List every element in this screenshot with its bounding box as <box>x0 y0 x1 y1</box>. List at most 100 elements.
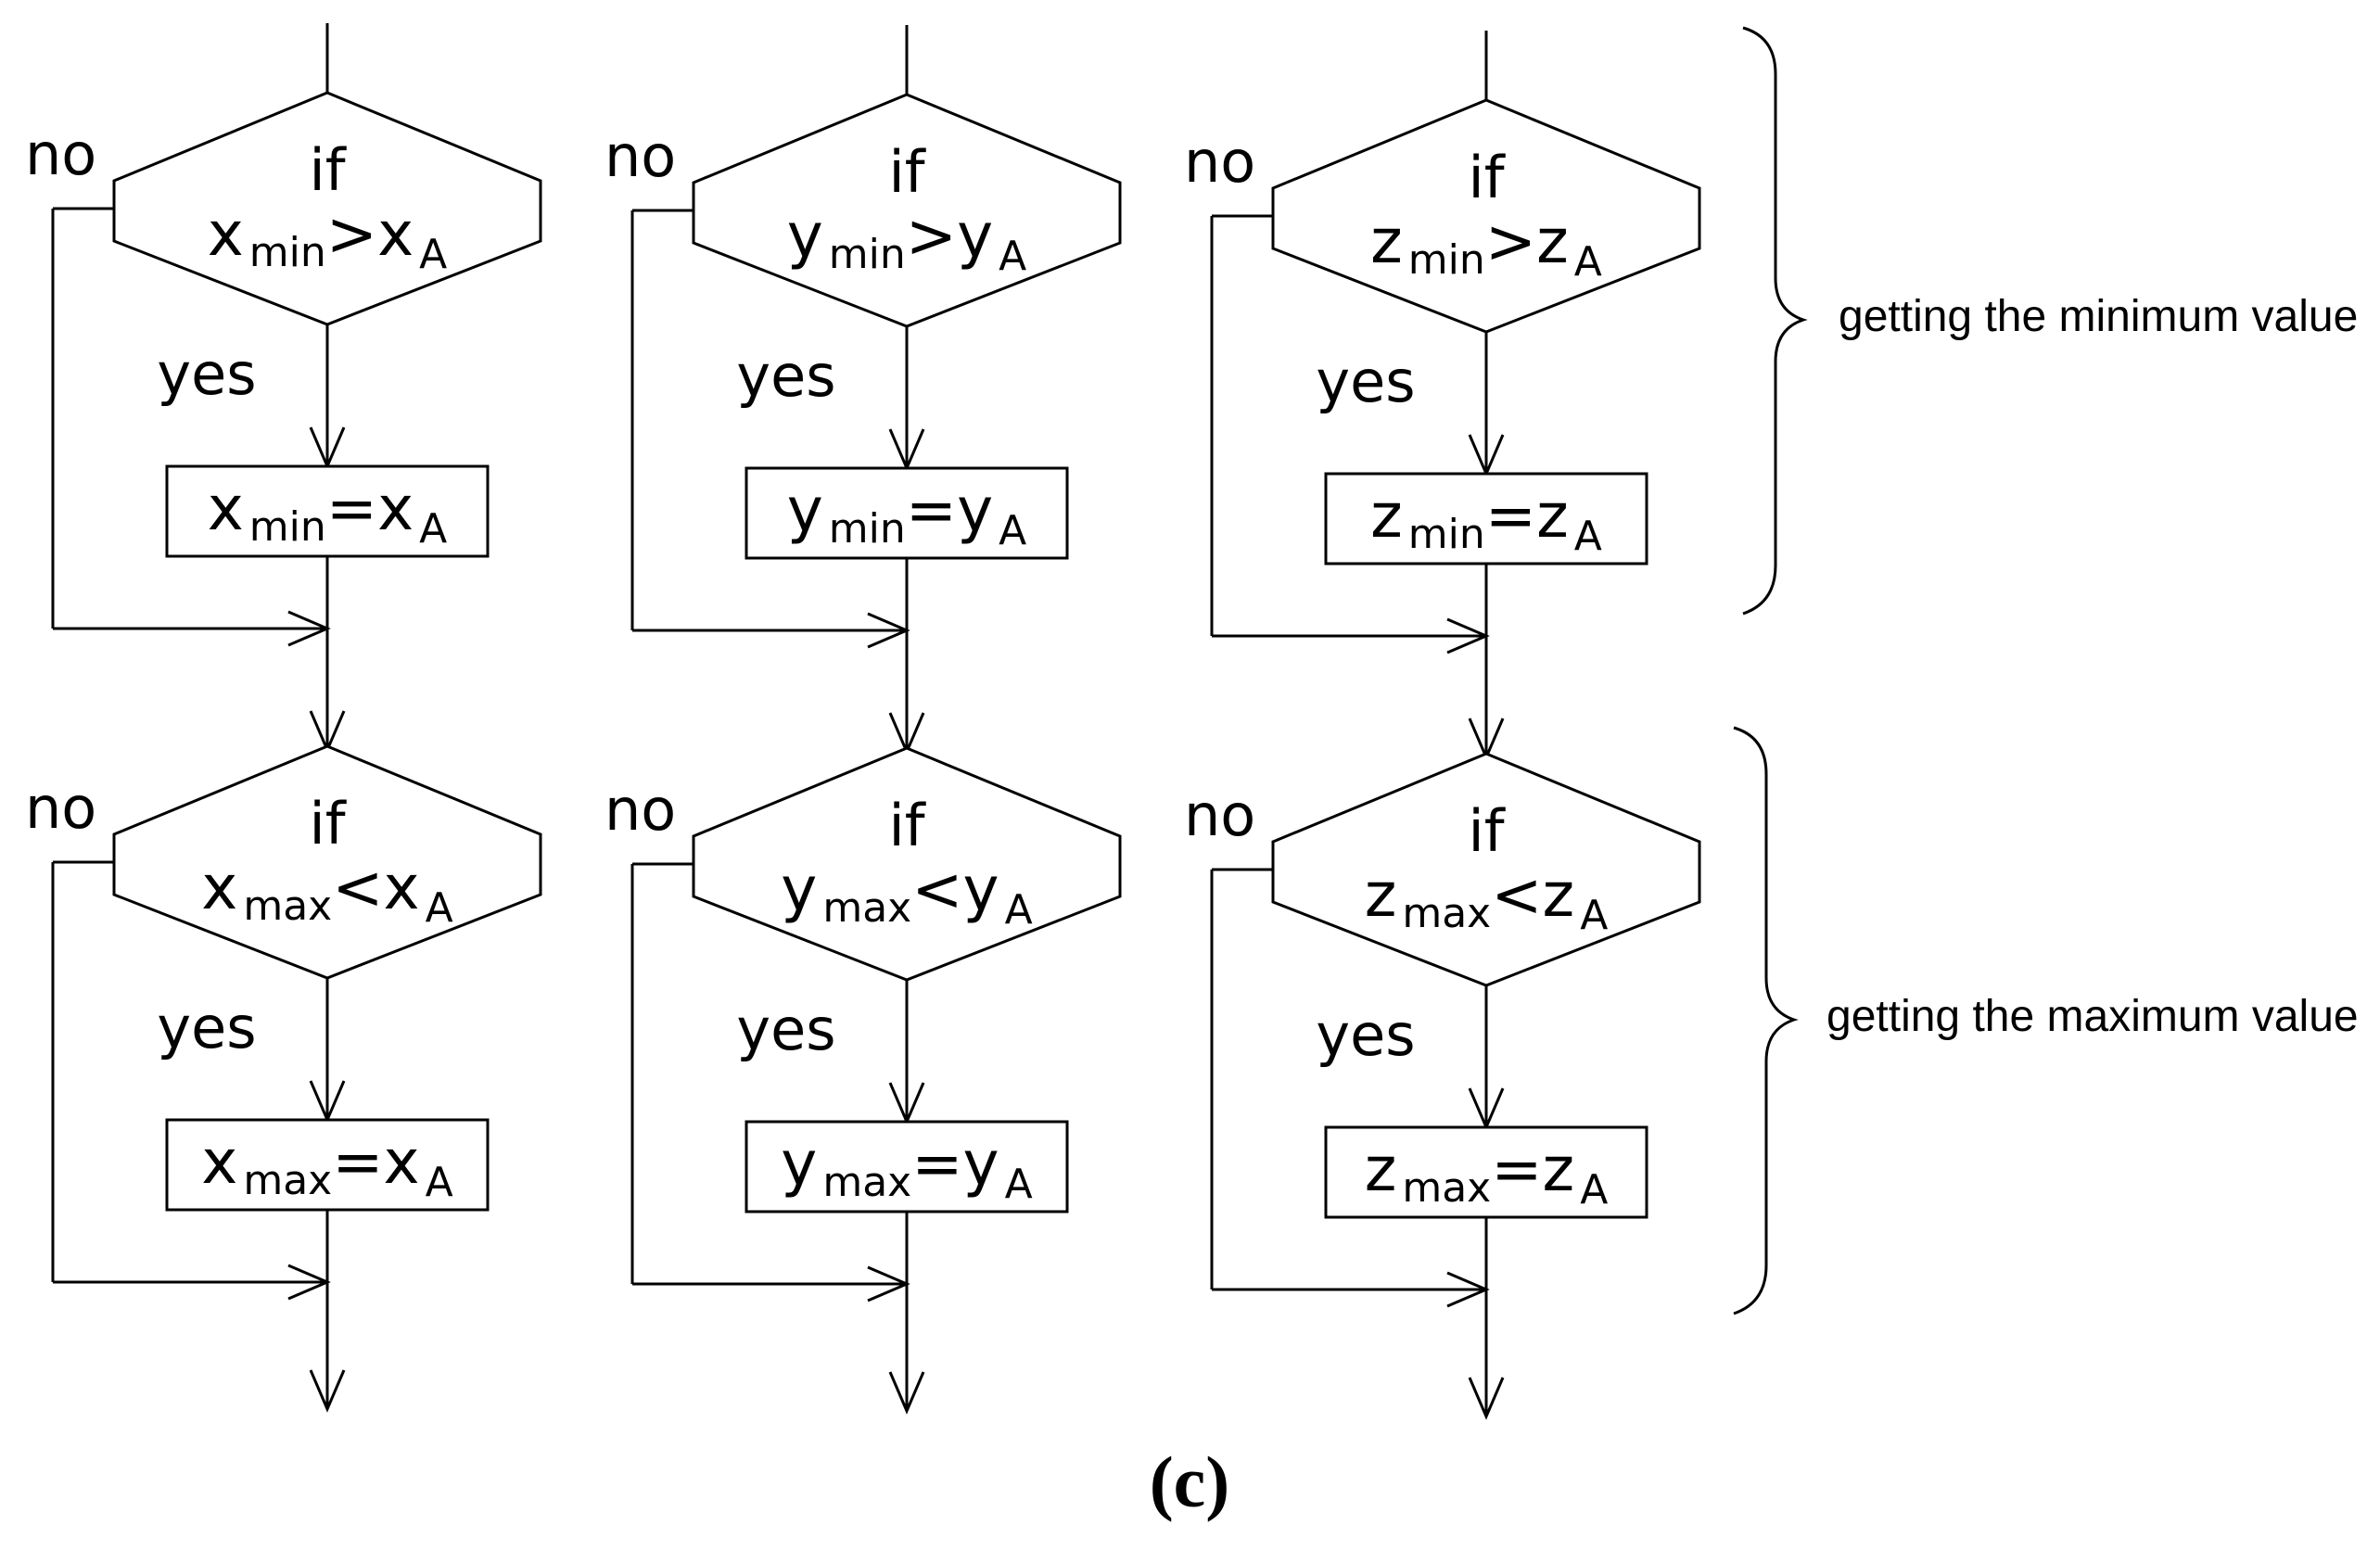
expr-op: > <box>1485 206 1536 277</box>
expr-op: = <box>1491 1134 1542 1205</box>
decision-if-label: if <box>309 136 347 204</box>
no-label: no <box>605 776 676 844</box>
yes-label: yes <box>1316 348 1415 415</box>
yes-label: yes <box>1316 1001 1415 1069</box>
max-section-bracket <box>1733 726 1799 1315</box>
expr-rhs: y <box>963 854 999 925</box>
expr-rhs: x <box>377 473 414 544</box>
exit-arrow <box>1468 1377 1505 1420</box>
expr-var: y <box>781 854 817 925</box>
no-label: no <box>1184 128 1255 196</box>
expr-op: = <box>326 473 377 544</box>
expr-op: > <box>326 198 377 270</box>
max-assign-box <box>1324 1125 1648 1219</box>
expr-sub: min <box>1408 511 1485 558</box>
exit-arrow <box>888 1371 925 1415</box>
expr-rhs-sub: A <box>1580 892 1608 939</box>
max-section-label: getting the maximum value <box>1826 992 2359 1041</box>
decision-if-label: if <box>888 792 926 859</box>
expr-sub: min <box>829 505 906 553</box>
expr-rhs: y <box>957 475 993 546</box>
expr-rhs: y <box>963 1128 999 1200</box>
yes-label: yes <box>157 994 256 1061</box>
expr-sub: min <box>249 229 326 276</box>
no-label: no <box>25 121 96 188</box>
expr-rhs-sub: A <box>1005 1161 1033 1208</box>
min-decision-node <box>112 91 542 326</box>
expr-sub: min <box>829 231 906 278</box>
expr-sub: max <box>1402 890 1491 937</box>
expr-rhs-sub: A <box>999 507 1026 554</box>
expr-rhs: z <box>1536 480 1569 552</box>
expr-rhs: x <box>377 198 414 270</box>
decision-if-label: if <box>1468 144 1506 211</box>
expr-var: x <box>208 198 244 270</box>
max-assign-box <box>745 1120 1069 1213</box>
expr-op: < <box>1491 859 1542 931</box>
expr-rhs-sub: A <box>426 1159 453 1206</box>
min-section-label: getting the minimum value <box>1839 292 2358 341</box>
expr-sub: max <box>822 1159 911 1206</box>
expr-rhs-sub: A <box>1580 1166 1608 1213</box>
expr-op: = <box>1485 480 1536 552</box>
yes-label: yes <box>157 340 256 408</box>
expr-op: = <box>911 1128 962 1200</box>
min-decision-node <box>692 93 1122 328</box>
min-decision-node <box>1271 98 1701 334</box>
expr-var: z <box>1370 206 1403 277</box>
max-decision-node <box>112 744 542 980</box>
expr-rhs: z <box>1536 206 1569 277</box>
expr-var: x <box>201 852 237 923</box>
expr-rhs-sub: A <box>419 231 447 278</box>
expr-sub: max <box>1402 1164 1491 1212</box>
max-assign-box <box>165 1118 490 1212</box>
min-assign-box <box>165 464 490 558</box>
decision-if-label: if <box>1468 797 1506 865</box>
expr-op: < <box>911 854 962 925</box>
min-section-bracket <box>1742 26 1808 616</box>
expr-rhs-sub: A <box>1574 513 1602 560</box>
no-label: no <box>605 122 676 190</box>
expr-var: y <box>787 200 823 272</box>
expr-var: z <box>1365 859 1397 931</box>
expr-rhs: x <box>384 852 420 923</box>
yes-label: yes <box>736 342 835 410</box>
decision-if-label: if <box>888 138 926 206</box>
expr-rhs-sub: A <box>1005 886 1033 934</box>
expr-var: z <box>1365 1134 1397 1205</box>
max-decision-node <box>692 746 1122 982</box>
expr-sub: max <box>243 1157 332 1204</box>
exit-arrow <box>309 1369 346 1413</box>
max-decision-node <box>1271 752 1701 987</box>
expr-sub: max <box>243 883 332 930</box>
expr-rhs: x <box>384 1126 420 1198</box>
expr-var: x <box>208 473 244 544</box>
expr-rhs-sub: A <box>419 505 447 553</box>
no-label: no <box>25 774 96 842</box>
expr-op: < <box>332 852 383 923</box>
expr-var: z <box>1370 480 1403 552</box>
expr-sub: max <box>822 884 911 932</box>
expr-rhs: y <box>957 200 993 272</box>
expr-op: = <box>332 1126 383 1198</box>
expr-rhs-sub: A <box>1574 238 1602 286</box>
figure-caption: (c) <box>1150 1442 1230 1522</box>
expr-op: = <box>906 475 957 546</box>
expr-rhs: z <box>1543 1134 1575 1205</box>
